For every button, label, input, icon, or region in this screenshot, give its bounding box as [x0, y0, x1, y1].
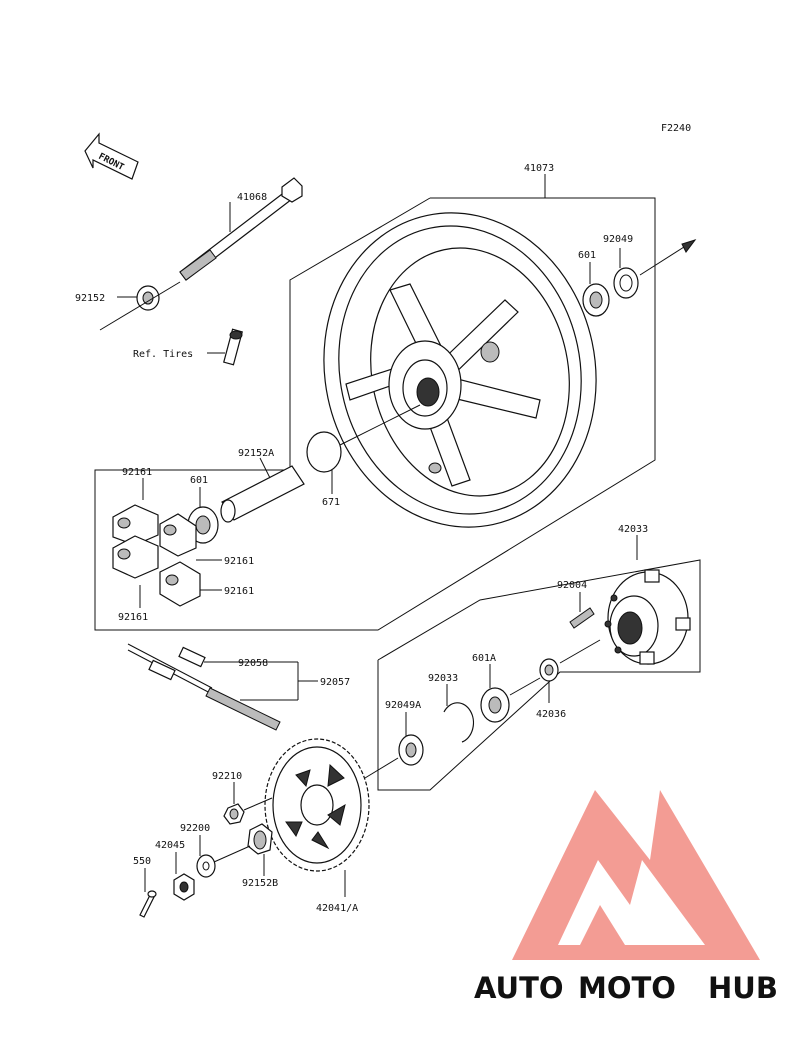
nut-92152: [99, 281, 181, 331]
rear-wheel-41073: [323, 212, 597, 528]
label-671: 671: [322, 497, 340, 508]
label-92161-c: 92161: [224, 586, 254, 597]
label-92210: 92210: [212, 771, 242, 782]
valve-stem: [223, 328, 243, 366]
circlip-92033: [443, 702, 475, 743]
label-92152: 92152: [75, 293, 105, 304]
label-601A: 601A: [472, 653, 496, 664]
castle-nut-42045: [173, 873, 195, 901]
label-92049A: 92049A: [385, 700, 421, 711]
label-92161-d: 92161: [118, 612, 148, 623]
sprocket-coupling-42033: [604, 569, 691, 665]
label-41068: 41068: [237, 192, 267, 203]
label-42033: 42033: [618, 524, 648, 535]
seal-92049: [613, 267, 639, 299]
bearing-601-top: [582, 283, 610, 317]
collar-42036: [539, 658, 559, 682]
o-ring-671: [306, 431, 342, 473]
label-92057: 92057: [320, 677, 350, 688]
stud-92004: [569, 607, 595, 629]
nut-92210: [223, 803, 245, 825]
damper-92161-bottom-left: [112, 535, 159, 579]
label-42041A: 42041/A: [316, 903, 358, 914]
bearing-601A: [480, 687, 510, 723]
wheel-group-frame: [94, 197, 656, 631]
label-92152B: 92152B: [242, 878, 278, 889]
label-92161-b: 92161: [224, 556, 254, 567]
watermark-auto: AUTO: [474, 971, 564, 1005]
label-42036: 42036: [536, 709, 566, 720]
figure-code: F2240: [661, 123, 691, 134]
label-601-top: 601: [578, 250, 596, 261]
label-42045: 42045: [155, 840, 185, 851]
seal-92049A: [398, 734, 424, 766]
damper-92161-top-left: [112, 504, 159, 546]
label-92152A: 92152A: [238, 448, 274, 459]
watermark-moto: MOTO: [578, 971, 676, 1005]
label-550: 550: [133, 856, 151, 867]
damper-92161-bottom-right: [159, 561, 201, 607]
damper-92161-top-right: [159, 513, 197, 557]
label-92033: 92033: [428, 673, 458, 684]
rear-sprocket-42041A: [264, 738, 370, 872]
label-92058: 92058: [238, 658, 268, 669]
sprocket-group-frame: [377, 559, 701, 791]
automotohub-logo: [512, 790, 760, 960]
collar-92152B: [247, 823, 273, 855]
label-92161-a: 92161: [122, 467, 152, 478]
drive-chain: [127, 643, 281, 731]
label-92049: 92049: [603, 234, 633, 245]
label-92200: 92200: [180, 823, 210, 834]
washer-92200: [196, 854, 216, 878]
watermark-hub: HUB: [708, 971, 778, 1005]
label-ref-tires: Ref. Tires: [133, 349, 193, 360]
spacer-92152A: [220, 465, 305, 523]
front-arrow-icon: FRONT: [84, 132, 139, 180]
label-41073: 41073: [524, 163, 554, 174]
label-92004: 92004: [557, 580, 587, 591]
axle-41068: [179, 177, 303, 281]
cotter-pin-550: [139, 890, 157, 918]
label-601-left: 601: [190, 475, 208, 486]
watermark-text: AUTO MOTO HUB: [474, 971, 778, 1005]
